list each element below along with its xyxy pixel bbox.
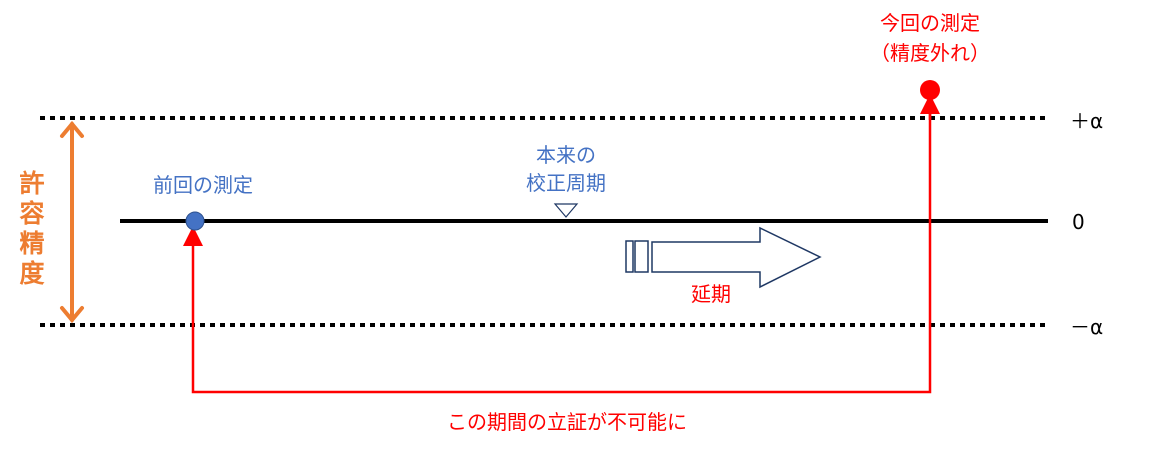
svg-text:度: 度 xyxy=(19,259,44,288)
current-measurement-label: 今回の測定 xyxy=(880,11,980,35)
plus-alpha-label: ＋α xyxy=(1070,109,1103,133)
unverifiable-period-label: この期間の立証が不可能に xyxy=(447,410,687,434)
unverifiable-period-bracket xyxy=(183,104,932,394)
postpone-arrow-icon xyxy=(625,226,822,289)
previous-measurement-point xyxy=(185,211,205,231)
minus-alpha-label: －α xyxy=(1070,315,1103,339)
postpone-label: 延期 xyxy=(691,282,731,306)
original-cycle-label-2: 校正周期 xyxy=(526,171,606,195)
previous-measurement-label: 前回の測定 xyxy=(153,173,253,197)
cycle-marker-triangle-icon xyxy=(553,203,579,218)
current-measurement-note: （精度外れ） xyxy=(870,41,990,65)
original-cycle-label-1: 本来の xyxy=(536,143,596,167)
current-measurement-point xyxy=(920,80,940,100)
zero-label: 0 xyxy=(1072,210,1085,234)
tolerance-range-arrow xyxy=(60,120,84,324)
svg-text:容: 容 xyxy=(19,199,44,228)
tolerance-label: 許 容 精 度 xyxy=(19,169,44,288)
svg-text:許: 許 xyxy=(19,169,44,198)
svg-text:精: 精 xyxy=(19,229,44,258)
